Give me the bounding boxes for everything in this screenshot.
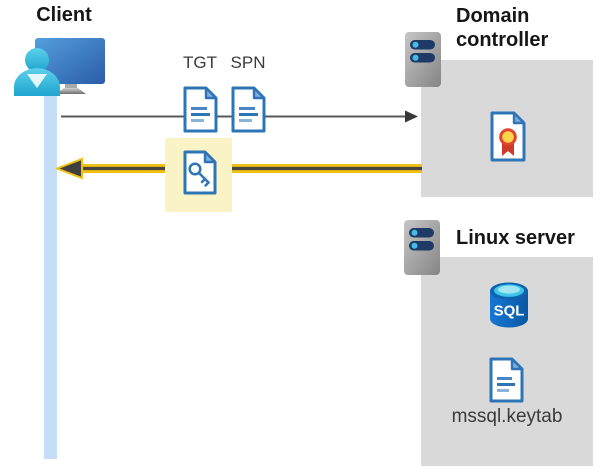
linux-server-label: Linux server xyxy=(456,227,575,249)
tgt-label: TGT xyxy=(183,53,217,72)
keytab-label: mssql.keytab xyxy=(451,406,563,427)
sql-badge-text: SQL xyxy=(494,303,525,320)
spn-label: SPN xyxy=(230,53,266,72)
response-arrow xyxy=(56,157,422,180)
tgt-document-icon xyxy=(183,86,218,133)
domain-controller-server-icon xyxy=(405,32,441,87)
client-lifeline-bar xyxy=(44,90,57,459)
spn-document-icon xyxy=(231,86,266,133)
sql-database-icon: SQL xyxy=(490,282,528,328)
monitor-icon xyxy=(35,38,105,84)
user-icon xyxy=(25,48,49,72)
certificate-icon xyxy=(490,111,526,162)
client-label: Client xyxy=(36,4,92,26)
keytab-document-icon xyxy=(489,357,524,403)
key-document-icon xyxy=(183,150,217,195)
domain-controller-label: Domain controller xyxy=(456,5,549,51)
user-workstation-icon xyxy=(14,38,105,96)
linux-server-icon xyxy=(404,220,440,275)
